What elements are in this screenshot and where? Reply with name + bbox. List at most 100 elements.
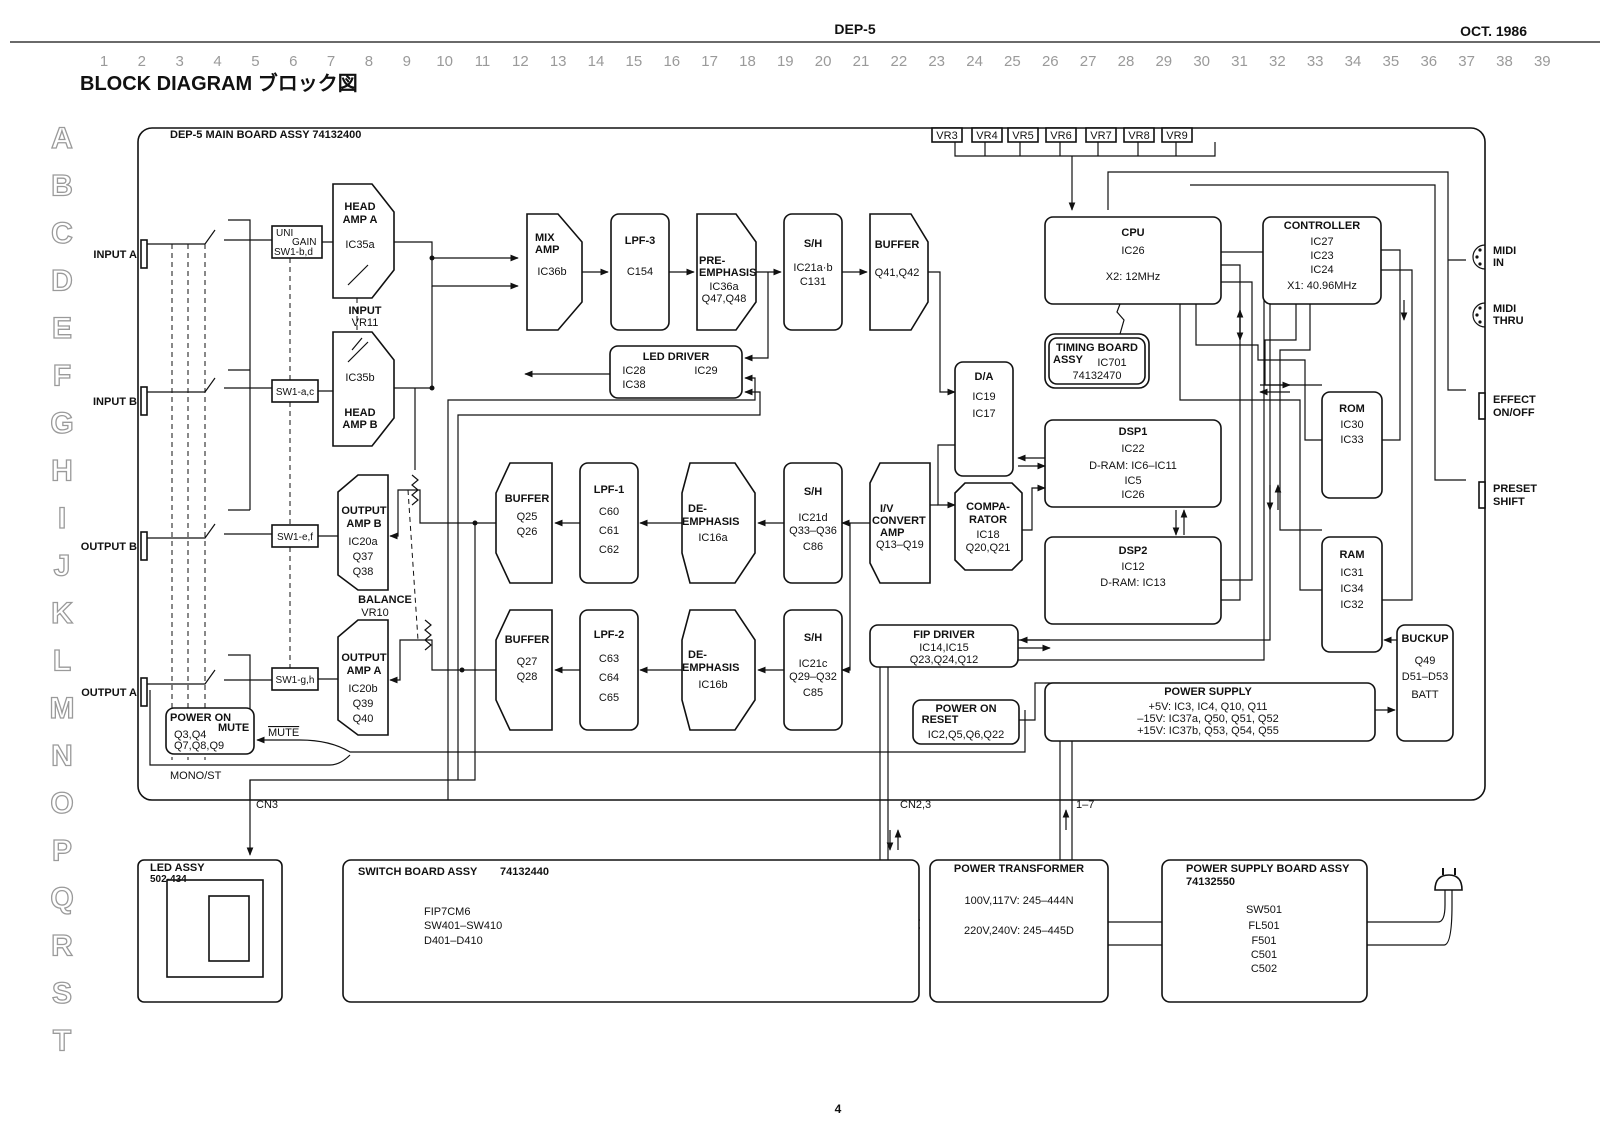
backup: BUCKUP Q49 D51–D53 BATT xyxy=(1396,624,1454,742)
column-number: 7 xyxy=(327,53,335,70)
output-b-jack[interactable]: OUTPUT B xyxy=(81,531,148,561)
svg-text:IC16b: IC16b xyxy=(698,679,727,691)
svg-text:AMP A: AMP A xyxy=(343,214,378,226)
row-letter: B xyxy=(51,170,73,203)
column-number: 39 xyxy=(1534,53,1551,70)
uni-gain-label-2: GAIN xyxy=(292,237,316,248)
preset-label-1: PRESET xyxy=(1493,483,1537,495)
vr-control-label: VR6 xyxy=(1050,130,1071,142)
sample-hold-c: S/H IC21d Q33–Q36 C86 xyxy=(783,462,843,584)
svg-text:C154: C154 xyxy=(627,266,653,278)
de-emphasis-a: DE- EMPHASIS IC16a xyxy=(681,462,756,584)
output-a-jack[interactable]: OUTPUT A xyxy=(81,677,148,707)
svg-text:IC21c: IC21c xyxy=(799,658,828,670)
page-number: 4 xyxy=(835,1102,842,1116)
svg-text:IC2,Q5,Q6,Q22: IC2,Q5,Q6,Q22 xyxy=(928,729,1004,741)
date-label: OCT. 1986 xyxy=(1460,23,1527,39)
vr-control-label: VR5 xyxy=(1012,130,1033,142)
svg-text:PRE-: PRE- xyxy=(699,255,726,267)
svg-text:C131: C131 xyxy=(800,276,826,288)
svg-text:+5V: IC3, IC4, Q10, Q11: +5V: IC3, IC4, Q10, Q11 xyxy=(1149,701,1268,713)
column-number: 17 xyxy=(701,53,718,70)
cn23-label: CN2,3 xyxy=(900,799,931,811)
svg-text:IC20a: IC20a xyxy=(348,536,378,548)
column-number: 35 xyxy=(1383,53,1400,70)
svg-text:Q49: Q49 xyxy=(1415,655,1436,667)
input-vr-label-2: VR11 xyxy=(352,317,379,329)
svg-text:IC31: IC31 xyxy=(1340,567,1363,579)
balance-label-1: BALANCE xyxy=(358,594,412,606)
column-number: 14 xyxy=(588,53,605,70)
input-vr-label-1: INPUT xyxy=(349,305,382,317)
vr-control-label: VR8 xyxy=(1128,130,1149,142)
svg-text:BUFFER: BUFFER xyxy=(505,634,550,646)
svg-text:Q39: Q39 xyxy=(353,698,374,710)
head-amp-a: HEAD AMP A IC35a xyxy=(332,183,395,299)
row-letter: Q xyxy=(50,882,73,915)
row-letter: F xyxy=(53,360,71,393)
column-number: 28 xyxy=(1118,53,1135,70)
svg-text:C501: C501 xyxy=(1251,949,1277,961)
svg-text:C85: C85 xyxy=(803,687,823,699)
uni-gain-label-3: SW1-b,d xyxy=(274,247,313,258)
sample-hold-top: S/H IC21a·b C131 xyxy=(783,213,843,331)
svg-text:C502: C502 xyxy=(1251,963,1277,975)
preset-shift-jack[interactable]: PRESET SHIFT xyxy=(1478,481,1537,509)
svg-text:X2: 12MHz: X2: 12MHz xyxy=(1106,271,1160,283)
vr-control-label: VR3 xyxy=(936,130,957,142)
svg-text:OUTPUT: OUTPUT xyxy=(341,652,387,664)
row-letter: S xyxy=(52,977,72,1010)
column-number: 27 xyxy=(1080,53,1097,70)
svg-text:IC27: IC27 xyxy=(1310,236,1333,248)
da-converter: D/A IC19 IC17 xyxy=(954,361,1014,477)
buffer-2: BUFFER Q27 Q28 xyxy=(495,609,553,731)
lpf-1: LPF-1 C60 C61 C62 xyxy=(579,462,639,584)
midi-in-label-1: MIDI xyxy=(1493,245,1516,257)
svg-text:TIMING BOARD: TIMING BOARD xyxy=(1056,342,1138,354)
midi-thru-jack[interactable]: MIDI THRU xyxy=(1472,302,1524,328)
svg-text:IC12: IC12 xyxy=(1121,561,1144,573)
midi-in-jack[interactable]: MIDI IN xyxy=(1472,244,1516,270)
mix-amp: MIX AMP IC36b xyxy=(526,213,583,331)
pre-emphasis: PRE- EMPHASIS IC36a Q47,Q48 xyxy=(696,213,757,331)
svg-text:LED ASSY: LED ASSY xyxy=(150,862,205,874)
cpu: CPU IC26 X2: 12MHz xyxy=(1044,216,1222,305)
svg-text:LED DRIVER: LED DRIVER xyxy=(643,351,710,363)
svg-text:100V,117V: 245–444N: 100V,117V: 245–444N xyxy=(964,895,1073,907)
comparator: COMPA- RATOR IC18 Q20,Q21 xyxy=(954,482,1023,571)
column-number: 29 xyxy=(1155,53,1172,70)
output-amp-a: OUTPUT AMP A IC20b Q39 Q40 xyxy=(337,619,389,736)
svg-text:FL501: FL501 xyxy=(1248,920,1279,932)
vr-control-box xyxy=(1045,127,1077,143)
svg-text:Q38: Q38 xyxy=(353,566,374,578)
svg-text:CONTROLLER: CONTROLLER xyxy=(1284,220,1360,232)
uni-gain-switch[interactable]: UNI GAIN SW1-b,d xyxy=(271,225,323,259)
effect-label-1: EFFECT xyxy=(1493,394,1536,406)
dsp1: DSP1 IC22 D-RAM: IC6–IC11 IC5 IC26 xyxy=(1044,419,1222,508)
svg-text:LPF-1: LPF-1 xyxy=(594,484,625,496)
input-a-jack[interactable]: INPUT A xyxy=(93,239,148,269)
dsp2: DSP2 IC12 D-RAM: IC13 xyxy=(1044,536,1222,625)
svg-text:SWITCH BOARD ASSY: SWITCH BOARD ASSY xyxy=(358,866,478,878)
column-number: 4 xyxy=(213,53,221,70)
main-board-label: DEP-5 MAIN BOARD ASSY 74132400 xyxy=(170,129,361,141)
column-number: 26 xyxy=(1042,53,1059,70)
model-label: DEP-5 xyxy=(834,21,875,37)
svg-text:Q23,Q24,Q12: Q23,Q24,Q12 xyxy=(910,654,979,666)
row-letter: L xyxy=(53,645,71,678)
column-number: 22 xyxy=(891,53,908,70)
buffer-1: BUFFER Q25 Q26 xyxy=(495,462,553,584)
input-b-jack[interactable]: INPUT B xyxy=(93,386,148,416)
cn3-label: CN3 xyxy=(256,799,278,811)
effect-onoff-jack[interactable]: EFFECT ON/OFF xyxy=(1478,392,1536,420)
svg-text:IC16a: IC16a xyxy=(698,532,728,544)
sw1-ef-switch[interactable]: SW1-e,f xyxy=(271,524,319,548)
sw1-gh-switch[interactable]: SW1-g,h xyxy=(271,667,319,691)
svg-text:IC18: IC18 xyxy=(976,529,999,541)
sw1-ac-switch[interactable]: SW1-a,c xyxy=(271,379,319,403)
svg-text:IC22: IC22 xyxy=(1121,443,1144,455)
svg-text:IC38: IC38 xyxy=(622,379,645,391)
power-transformer-board: POWER TRANSFORMER 100V,117V: 245–444N 22… xyxy=(929,859,1109,1003)
